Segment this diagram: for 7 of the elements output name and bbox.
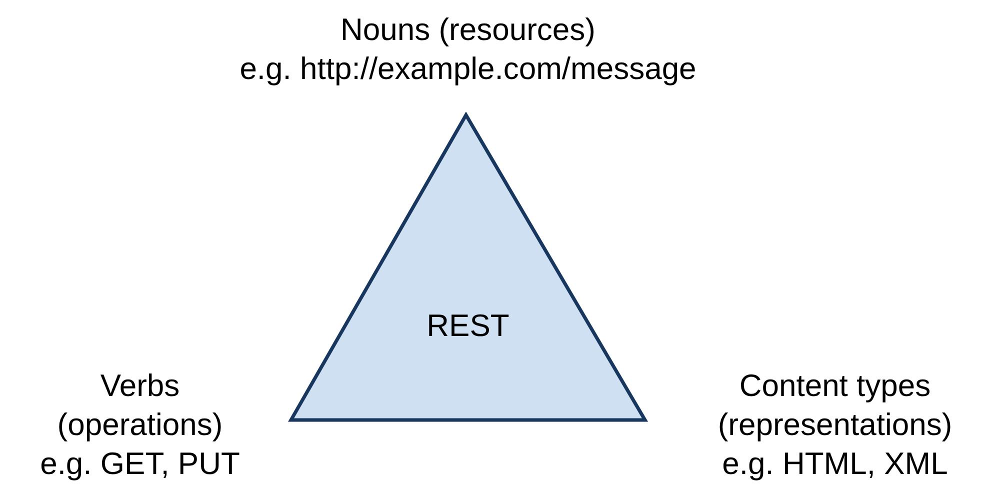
node-text: REST xyxy=(426,308,510,344)
corner-label: e.g. http://example.com/message xyxy=(238,50,698,88)
corner-label: Verbs (operations) xyxy=(56,367,224,444)
corner-label: Content types (representations) xyxy=(716,367,954,444)
corner-label: e.g. GET, PUT xyxy=(39,445,241,483)
corner-label: Nouns (resources) xyxy=(340,11,596,49)
corner-label: e.g. HTML, XML xyxy=(721,445,949,483)
